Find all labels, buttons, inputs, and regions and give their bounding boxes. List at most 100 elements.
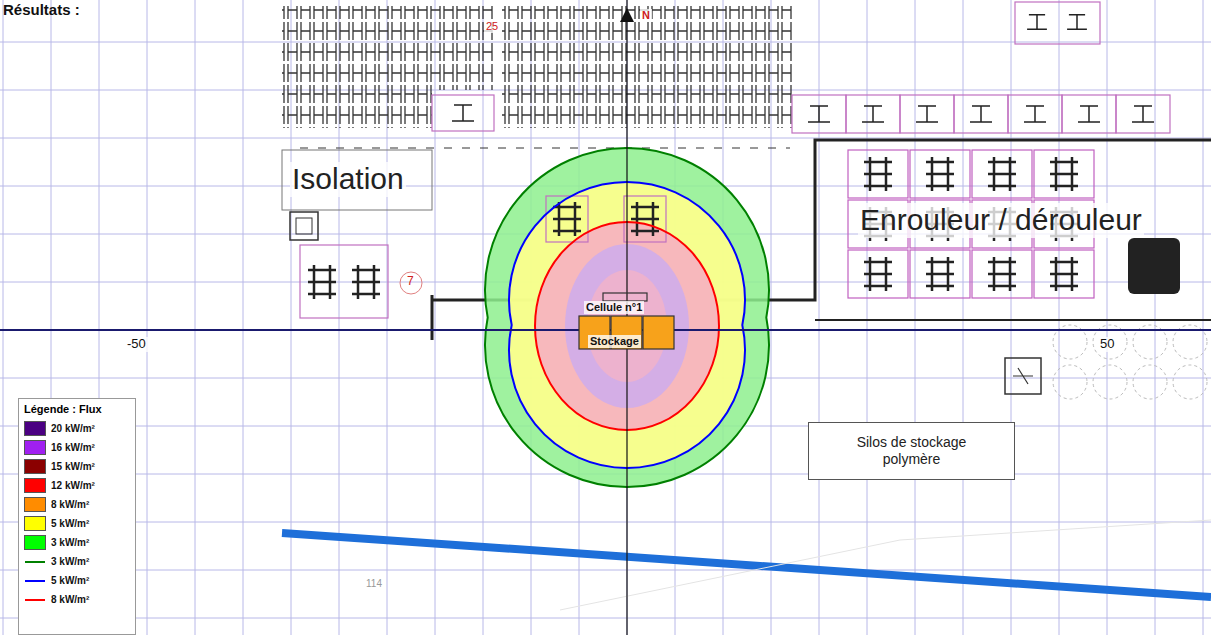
legend-entry: 12 kW/m² [24, 476, 130, 495]
dashed-line [300, 148, 790, 149]
machine-box [624, 196, 666, 242]
legend-swatch [24, 478, 46, 493]
machine-box [848, 250, 908, 298]
winder-symbol [352, 265, 380, 299]
page-title: Résultats : [3, 1, 80, 18]
legend-line [24, 576, 46, 586]
machine-box [910, 150, 970, 198]
legend-text: 15 kW/m² [51, 461, 95, 472]
machine-box [1062, 95, 1116, 133]
legend-swatch [24, 516, 46, 531]
machine-symbol [1067, 15, 1087, 29]
machines [546, 196, 666, 242]
machine-symbol [916, 106, 938, 122]
faint-line [560, 520, 1211, 610]
machine-box [1034, 250, 1094, 298]
legend-text: 20 kW/m² [51, 423, 95, 434]
legend-entry: 5 kW/m² [24, 571, 130, 590]
machine-box [848, 150, 908, 198]
machine-box [1008, 95, 1062, 133]
machine-box [972, 150, 1032, 198]
machine-box [900, 95, 954, 133]
machine-box [972, 250, 1032, 298]
plan-part [1173, 365, 1207, 399]
axis-value: 50 [1098, 337, 1116, 352]
legend-text: 8 kW/m² [51, 499, 89, 510]
machine-box [846, 95, 900, 133]
area-name: Silos de stockage polymère [837, 434, 987, 468]
building-outline [282, 150, 432, 210]
plan-part [1203, 0, 1204, 635]
legend-swatch [24, 497, 46, 512]
legend-swatch [24, 421, 46, 436]
storage-cell [579, 293, 674, 349]
legend-text: 3 kW/m² [51, 537, 89, 548]
legend-entry: 5 kW/m² [24, 514, 130, 533]
winder-symbol [926, 257, 954, 291]
machine-symbol [1132, 106, 1154, 122]
winder-symbol [926, 157, 954, 191]
plan-part [0, 138, 1211, 139]
cell-name: Cellule n°1 [584, 301, 644, 314]
plan-part [1133, 365, 1167, 399]
zone-name: Isolation [290, 162, 406, 197]
legend-title: Légende : Flux [24, 403, 130, 415]
zone-name: Enrouleur / dérouleur [858, 203, 1144, 238]
machine-box [300, 245, 388, 318]
legend-text: 3 kW/m² [51, 556, 89, 567]
machine-symbol [1027, 15, 1047, 29]
legend-text: 5 kW/m² [51, 518, 89, 529]
plan-part [603, 293, 647, 301]
silo-circles [1053, 325, 1207, 399]
machine-box [792, 95, 846, 133]
equipment-symbol [1013, 368, 1033, 384]
equipment-box [290, 212, 318, 240]
machine-box [910, 250, 970, 298]
machine-box [1034, 150, 1094, 198]
winder-symbol [864, 257, 892, 291]
plan-part [0, 570, 1211, 571]
machine-box [1015, 2, 1100, 44]
winder-symbol [864, 157, 892, 191]
winder-symbol [308, 265, 336, 299]
equipment-box [1005, 358, 1041, 394]
plan-part [1053, 365, 1087, 399]
machine-box [1116, 95, 1170, 133]
plan-part [0, 522, 1211, 523]
plan-number: 114 [366, 578, 382, 590]
callout-number: 25 [484, 20, 500, 33]
drum [1128, 238, 1180, 294]
legend-entry: 16 kW/m² [24, 438, 130, 457]
wall [815, 319, 1211, 321]
legend-swatch [24, 535, 46, 550]
winder-symbol [988, 157, 1016, 191]
wall [700, 140, 1211, 300]
legend-entry: 8 kW/m² [24, 590, 130, 609]
callout-circle [400, 272, 422, 294]
winder-symbol [553, 202, 581, 236]
equipment-box [296, 218, 312, 234]
rack-block [432, 6, 494, 90]
legend-entry: 3 kW/m² [24, 552, 130, 571]
machine-box [954, 95, 1008, 133]
plan-part [3, 0, 4, 635]
machine-symbol [452, 105, 474, 121]
axis-value: -50 [125, 337, 148, 352]
legend-box: Légende : Flux 20 kW/m² 16 kW/m² 15 kW/m² 12… [18, 398, 136, 635]
winder-symbol [1050, 257, 1078, 291]
legend-entry: 3 kW/m² [24, 533, 130, 552]
machine-symbol [970, 106, 992, 122]
north-arrow [620, 8, 634, 22]
legend-line [24, 557, 46, 567]
legend-text: 16 kW/m² [51, 442, 95, 453]
plan-part [195, 0, 196, 635]
legend-text: 5 kW/m² [51, 575, 89, 586]
rack-block [282, 6, 432, 128]
legend-entry: 20 kW/m² [24, 419, 130, 438]
plan-part [243, 0, 244, 635]
area-box: Silos de stockage polymère [808, 422, 1015, 480]
